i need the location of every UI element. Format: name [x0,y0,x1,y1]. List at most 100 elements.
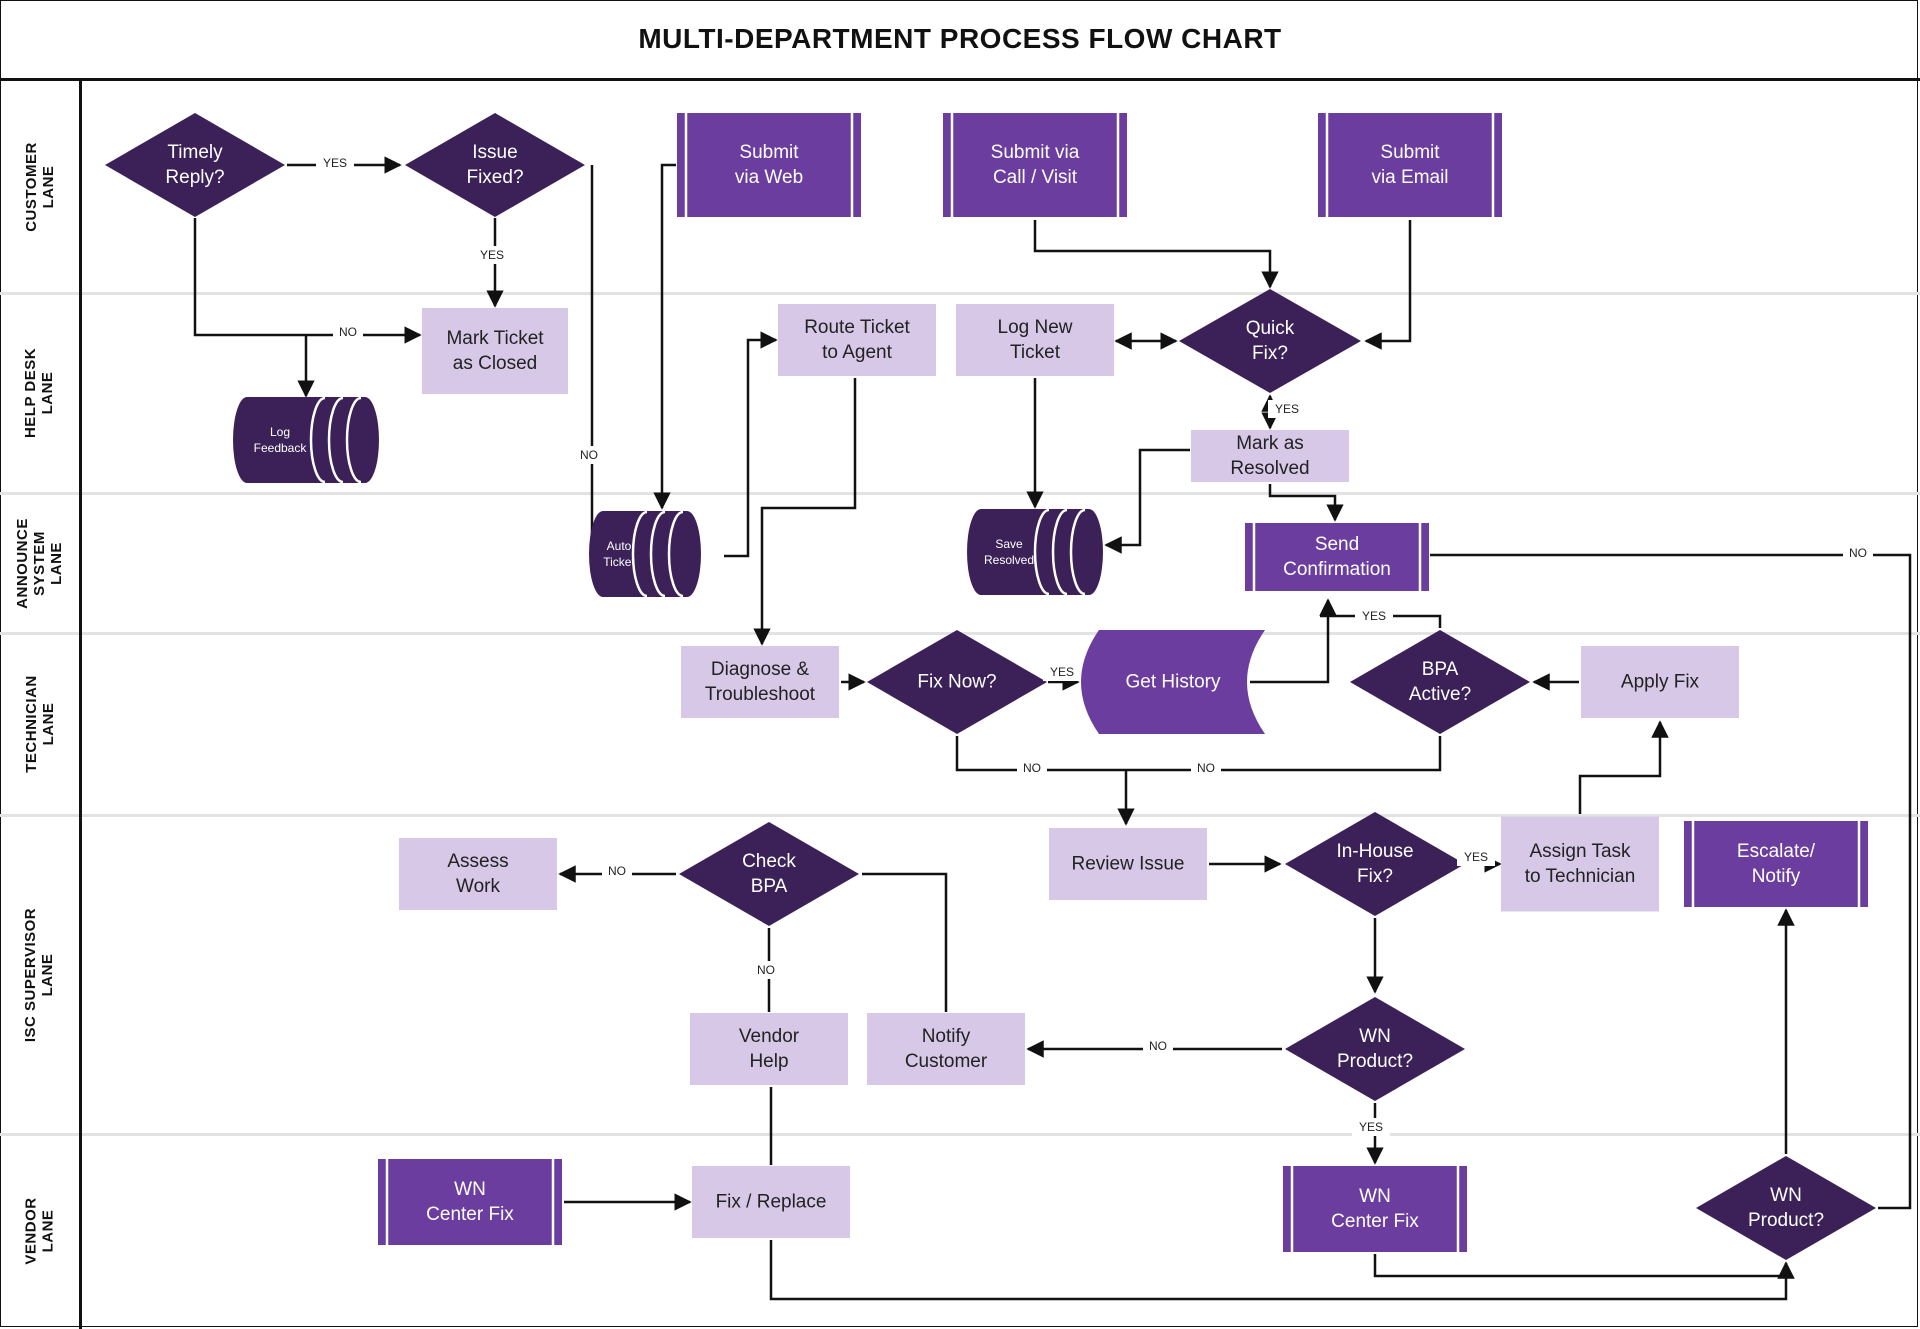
node-label: Notify [1752,866,1801,887]
node-label: In-House [1336,841,1413,862]
edge-label-wn-yes: YES [1359,1120,1383,1134]
node-label: Product? [1748,1210,1824,1231]
decision-shape [405,113,585,217]
node-mark-closed[interactable]: Mark Ticket as Closed [422,308,568,394]
node-label: to Agent [822,342,892,363]
node-label: Diagnose & [711,659,810,680]
node-label: as Closed [453,353,538,374]
predefined-process-shape [1684,821,1868,907]
node-label: Ticket [1010,342,1061,363]
process-shape [399,838,557,910]
node-label: Quick [1246,318,1295,339]
predefined-process-shape [1283,1166,1467,1252]
node-label: Help [749,1051,788,1072]
node-bpa-active[interactable]: BPA Active? [1350,630,1530,734]
node-apply-fix[interactable]: Apply Fix [1581,646,1739,718]
node-escalate[interactable]: Escalate/Notify [1684,821,1868,907]
edge-resolved-send [1268,484,1344,522]
process-shape [867,1013,1025,1085]
storage-ring [327,396,344,484]
storage-ring [649,510,666,598]
edge-gethistory-send [1250,598,1337,684]
lane-divider [0,814,1920,817]
decision-shape [1285,812,1465,916]
edge-label-fixnow-yes: YES [1050,665,1074,679]
node-fix-replace[interactable]: Fix / Replace [692,1166,850,1238]
node-label: Save [995,537,1023,551]
node-fix-now[interactable]: Fix Now? [867,630,1047,734]
node-label: Customer [905,1051,988,1072]
edge-email-to-quick [1364,220,1412,350]
storage-ring [1033,508,1050,596]
node-label: WN [1359,1026,1391,1047]
node-label: Active? [1409,684,1471,705]
node-label: Center Fix [426,1204,514,1225]
node-label: Log [270,425,290,439]
node-label: Submit [1380,142,1440,163]
node-submit-email[interactable]: Submit via Email [1318,113,1502,217]
storage-ring [309,396,326,484]
node-label: BPA [1422,659,1459,680]
decision-shape [1285,997,1465,1101]
edge-fix-bottom [769,1240,1795,1301]
edge-label-send-no: NO [1849,546,1867,560]
node-label: Assign Task [1529,841,1631,862]
node-diagnose[interactable]: Diagnose & Troubleshoot [681,646,839,718]
node-label: via Email [1371,167,1448,188]
storage-ring [667,510,684,598]
predefined-process-shape [1318,113,1502,217]
edge-label-bpa-no: NO [1197,761,1215,775]
edge-label-bg [316,154,354,172]
node-label: Escalate/ [1737,841,1816,862]
storage-ring [345,396,362,484]
node-wn-product-isc[interactable]: WN Product? [1285,997,1465,1101]
node-label: Product? [1337,1051,1413,1072]
node-review-issue[interactable]: Review Issue [1049,828,1207,900]
node-label: Notify [922,1026,971,1047]
decision-shape [1696,1156,1876,1260]
title-bar: MULTI-DEPARTMENT PROCESS FLOW CHART [0,0,1920,81]
predefined-process-shape [1245,523,1429,591]
node-label: Submit [739,142,799,163]
node-route-ticket[interactable]: Route Ticket to Agent [778,304,936,376]
lane-header-column [0,81,82,1329]
node-label: Troubleshoot [705,684,816,705]
process-shape [690,1013,848,1085]
predefined-process-shape [378,1159,562,1245]
edge-timely-no [193,218,422,344]
node-label: Mark Ticket [446,328,544,349]
node-label: Route Ticket [804,317,910,338]
node-label: Ticket [603,555,635,569]
edge-wnmid-bottom [1373,1254,1786,1278]
page-title: MULTI-DEPARTMENT PROCESS FLOW CHART [638,23,1282,54]
process-shape [1049,828,1207,900]
node-get-history[interactable]: Get History [1081,630,1265,734]
node-label: Vendor [739,1026,800,1047]
node-label: Work [456,876,500,897]
edge-label-bpa-yes: YES [1362,609,1386,623]
edge-label-quick-yes: YES [1275,402,1299,416]
node-label: Review Issue [1072,854,1185,875]
